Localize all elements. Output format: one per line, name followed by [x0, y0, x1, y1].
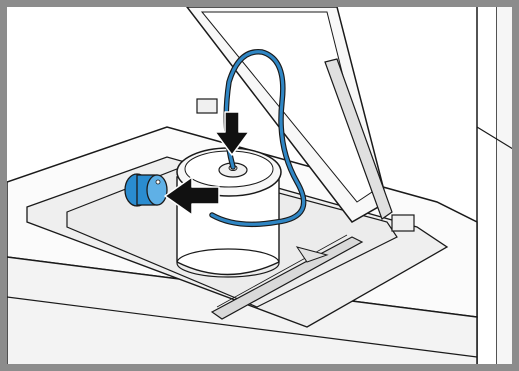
blue-hose-icon	[209, 49, 307, 228]
drawer-lid	[186, 7, 415, 232]
side-wall	[476, 7, 512, 364]
left-arrow-icon	[164, 176, 220, 216]
valve-cap-icon	[124, 173, 168, 207]
vacuum-drawer-illustration	[7, 7, 512, 364]
down-arrow-icon	[214, 111, 250, 156]
